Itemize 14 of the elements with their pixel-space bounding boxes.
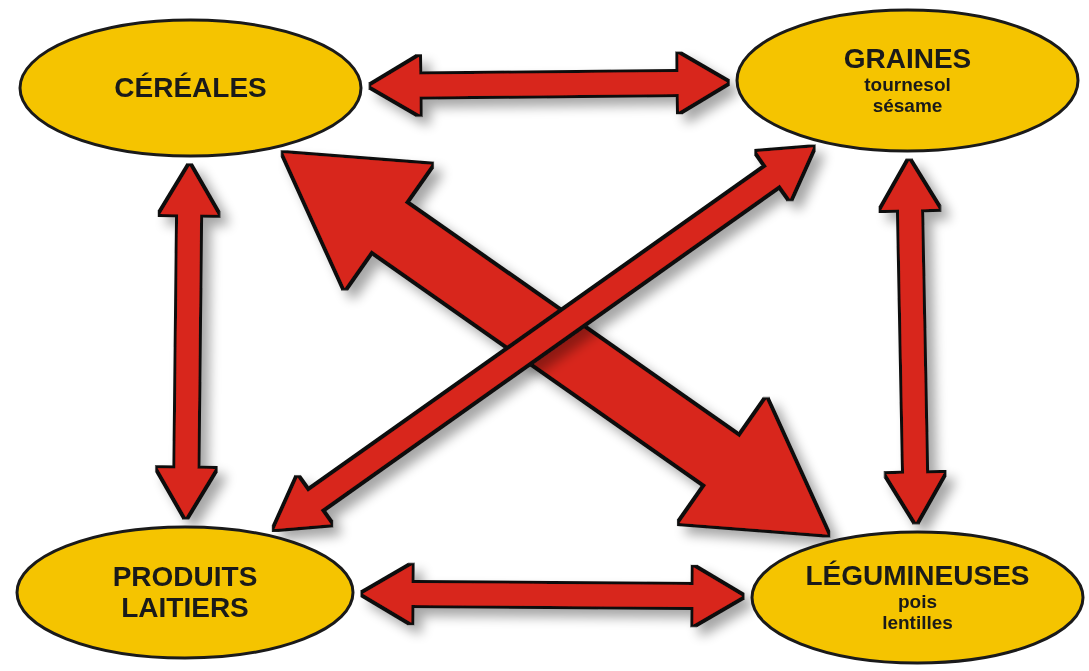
food-group-ellipse xyxy=(750,530,1085,665)
examples-text: tournesol sésame xyxy=(863,75,952,117)
group-name: LÉGUMINEUSES xyxy=(805,561,1030,592)
group-name: CÉRÉALES xyxy=(114,72,267,104)
double-arrow xyxy=(363,565,742,625)
group-name: GRAINES xyxy=(843,44,972,75)
food-group-ellipse xyxy=(18,18,363,158)
examples-text: pois lentilles xyxy=(881,592,954,634)
double-arrow xyxy=(157,166,218,517)
double-arrow xyxy=(881,161,944,522)
food-group-ellipse xyxy=(15,525,355,660)
double-arrow xyxy=(370,54,728,115)
group-name: PRODUITS LAITIERS xyxy=(111,561,259,624)
food-group-ellipse xyxy=(735,8,1080,153)
